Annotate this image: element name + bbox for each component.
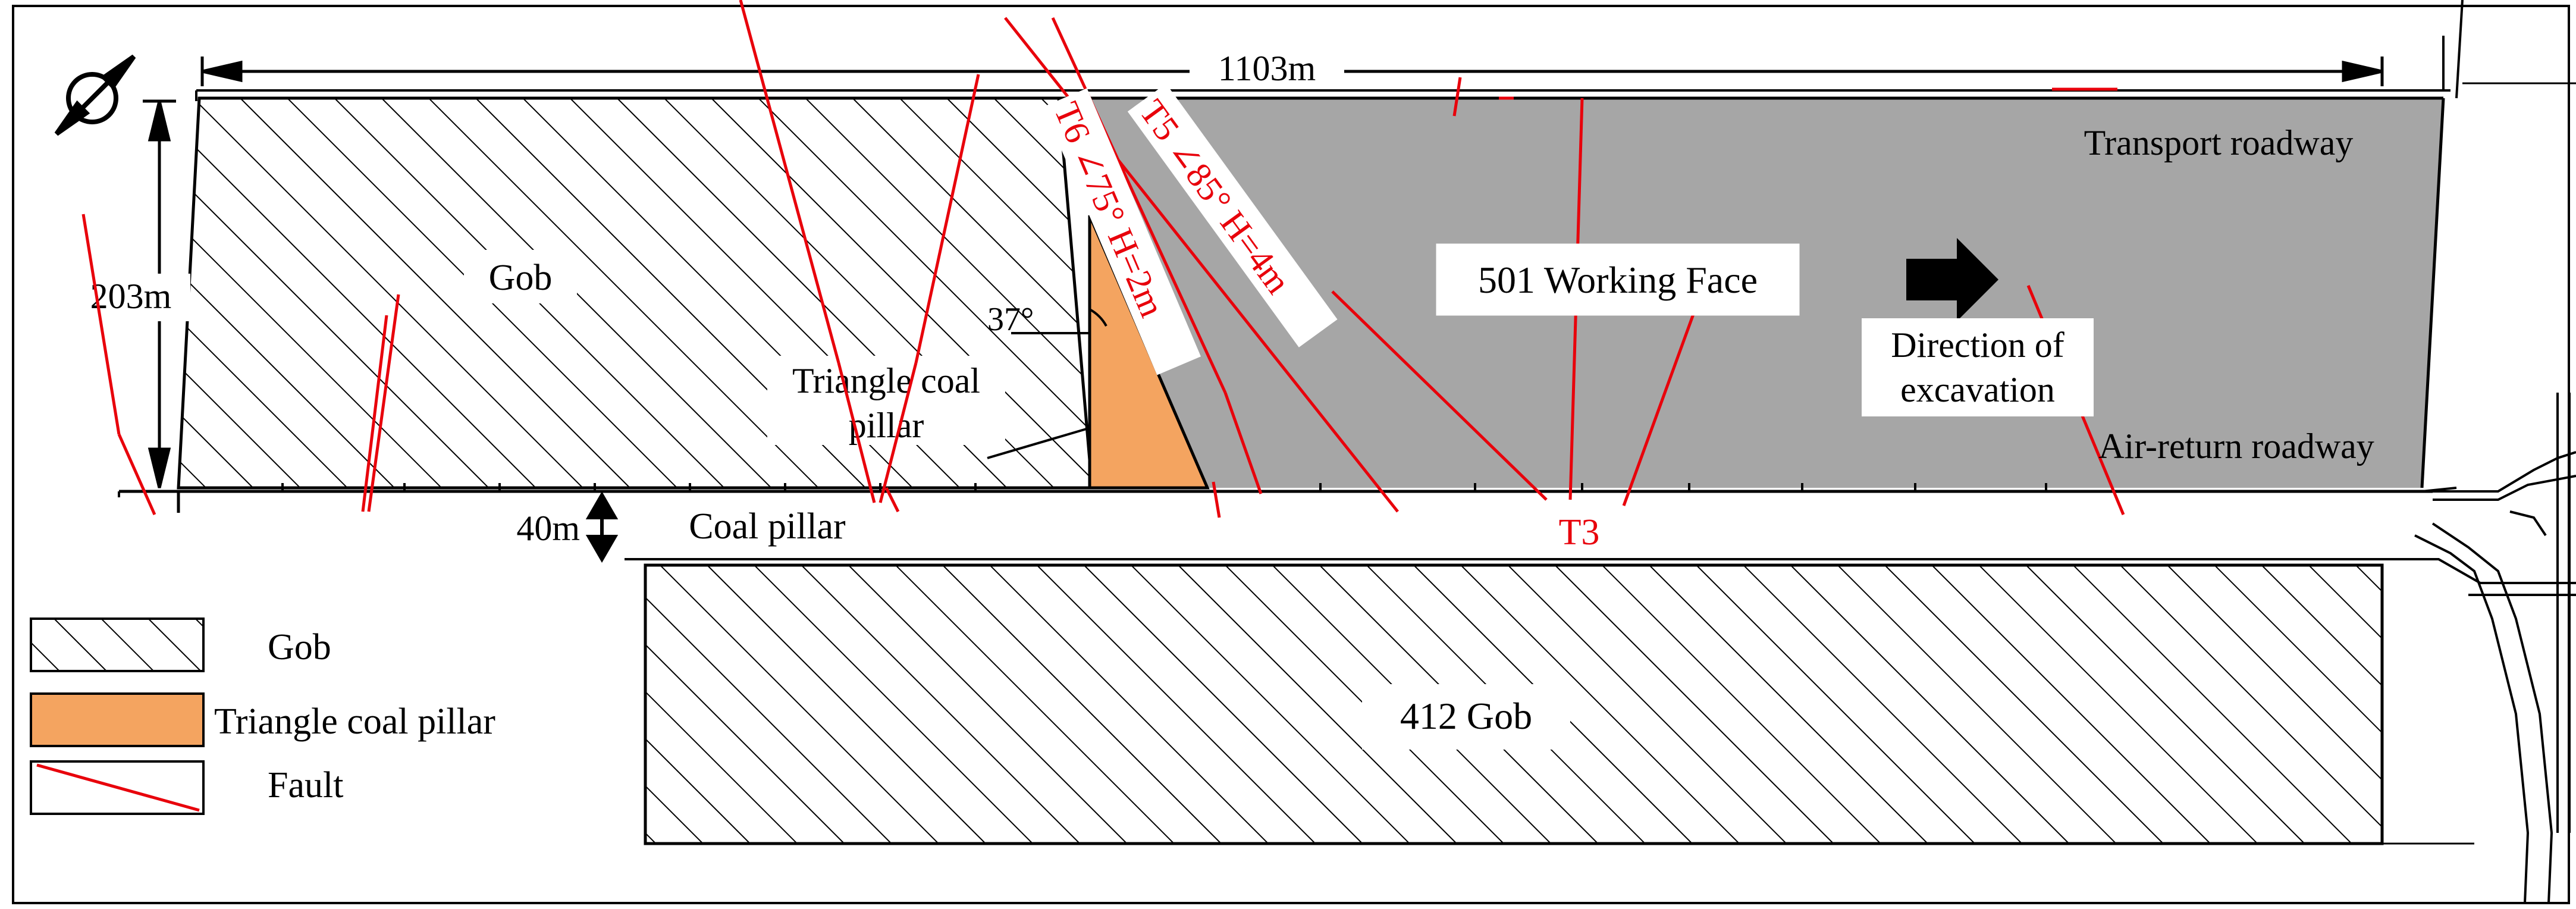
triangle-pillar-leader	[987, 427, 1089, 459]
direction-label-line2: excavation	[1900, 370, 2055, 409]
working-face-label: 501 Working Face	[1478, 259, 1758, 301]
legend: Gob Triangle coal pillar Fault	[30, 618, 495, 815]
gob-lower-label: 412 Gob	[1400, 695, 1532, 737]
legend-triangle-label: Triangle coal pillar	[214, 701, 495, 742]
roadway-ticks	[281, 483, 2047, 491]
angle-label: 37°	[987, 301, 1034, 338]
legend-fault-label: Fault	[268, 765, 343, 805]
length-dimension-label: 1103m	[1218, 49, 1316, 88]
working-face-right-edge	[2420, 98, 2445, 488]
transport-roadway-label: Transport roadway	[2084, 123, 2354, 162]
fault-t3-label: T3	[1559, 512, 1600, 553]
gob-upper-label: Gob	[489, 258, 553, 298]
legend-fault-line	[36, 763, 200, 812]
dimension-pillar-width	[585, 491, 619, 563]
legend-gob-swatch	[31, 619, 203, 671]
angle-marker: 37°	[987, 301, 1107, 338]
coal-pillar-label: Coal pillar	[689, 506, 846, 547]
triangle-pillar-label-line1: Triangle coal	[792, 361, 980, 400]
air-return-roadway-label: Air-return roadway	[2098, 427, 2374, 466]
direction-label-line1: Direction of	[1891, 325, 2064, 365]
pillar-width-label: 40m	[516, 509, 580, 548]
right-side-roadways	[2385, 393, 2576, 904]
legend-gob-label: Gob	[268, 627, 331, 667]
legend-triangle-swatch	[30, 692, 205, 747]
width-dimension-label: 203m	[90, 277, 172, 316]
triangle-pillar-label-line2: pillar	[849, 406, 924, 445]
right-arrow-icon	[1906, 238, 1998, 321]
north-arrow-icon	[54, 54, 136, 136]
